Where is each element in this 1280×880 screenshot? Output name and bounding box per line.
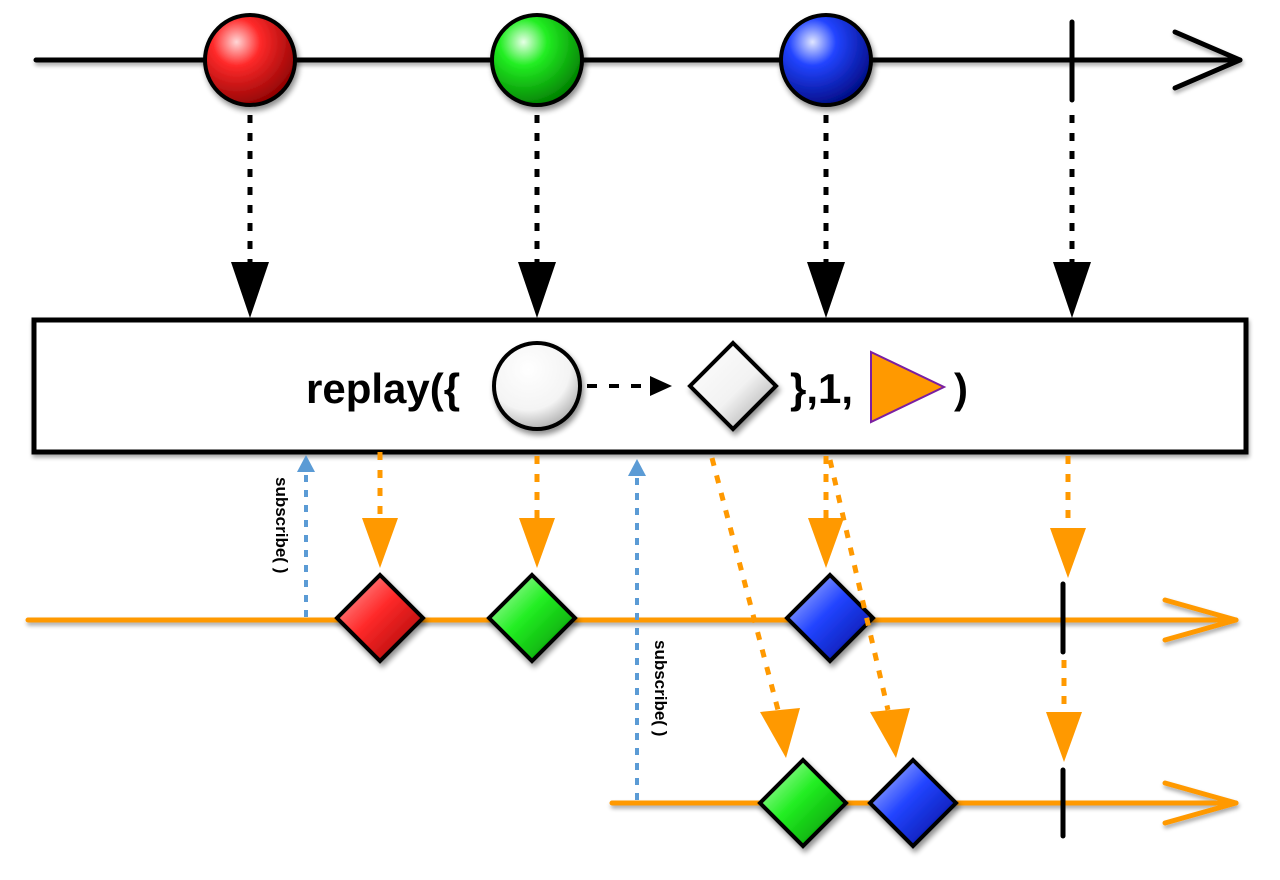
operator-middle-text: },1, (790, 365, 853, 412)
source-red-marble (203, 13, 297, 107)
first-subscribe-label: subscribe( ) (272, 477, 291, 573)
first-subscriber-green-diamond (486, 572, 578, 664)
second-subscriber-green-diamond (757, 757, 849, 849)
second-subscriber-emission-arrows (709, 457, 1082, 762)
operator-scheduler-triangle-icon (870, 350, 947, 424)
first-subscriber-red-diamond (334, 572, 426, 664)
first-subscriber-emission-arrows (362, 452, 1086, 578)
operator-selector-diamond-icon (687, 340, 779, 432)
first-subscriber-blue-diamond (784, 572, 876, 664)
operator-selector-dashed-arrow-icon (587, 376, 672, 396)
first-subscriber-timeline (25, 597, 1239, 643)
second-subscribe-label: subscribe( ) (651, 640, 670, 736)
source-to-operator-arrows (231, 115, 1091, 318)
operator-prefix-text: replay({ (306, 365, 460, 412)
second-subscribe-arrow (628, 459, 646, 800)
source-green-marble (490, 13, 584, 107)
first-subscribe-arrow (297, 455, 315, 617)
operator-suffix-text: ) (954, 365, 968, 412)
source-blue-marble (779, 13, 873, 107)
second-subscriber-blue-diamond (867, 757, 959, 849)
operator-selector-circle-icon (492, 341, 582, 431)
